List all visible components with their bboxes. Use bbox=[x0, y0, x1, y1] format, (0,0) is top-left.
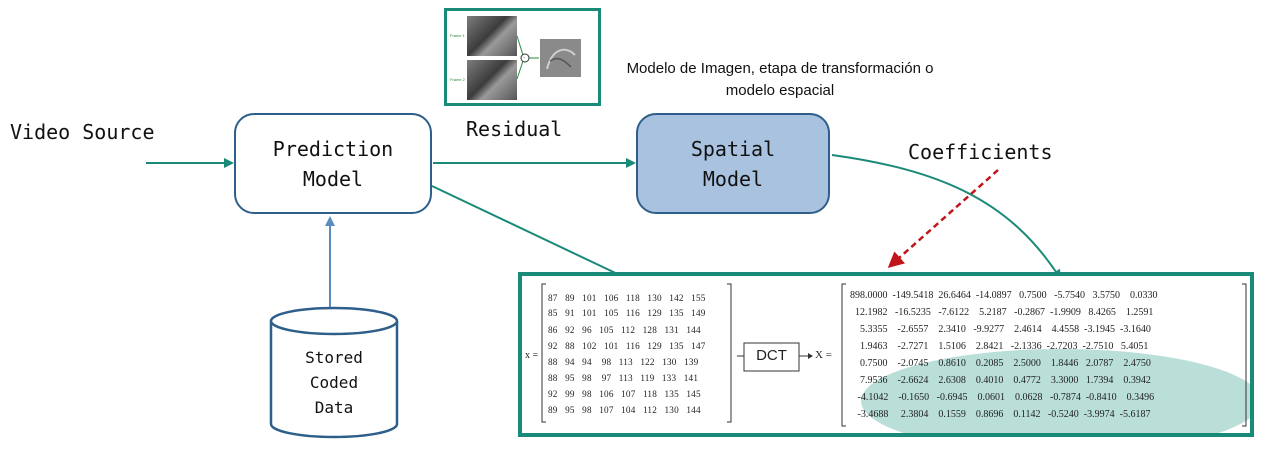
dct-matrix-panel: x = X = DCT 87 89 101 106 118 130 142 15… bbox=[518, 272, 1254, 437]
dct-box-label: DCT bbox=[756, 347, 787, 364]
output-matrix-row: 1.9463 -2.7271 1.5106 2.8421 -2.1336 -2.… bbox=[850, 341, 1149, 352]
input-matrix-row: 88 95 98 97 113 119 133 141 bbox=[548, 373, 699, 383]
spatial-model-box: Spatial Model bbox=[636, 113, 830, 214]
input-matrix-row: 86 92 96 105 112 128 131 144 bbox=[548, 325, 701, 335]
input-matrix-row: 88 94 94 98 113 122 130 139 bbox=[548, 357, 699, 367]
output-matrix-row: 5.3355 -2.6557 2.3410 -9.9277 2.4614 4.4… bbox=[850, 324, 1151, 335]
input-matrix-row: 87 89 101 106 118 130 142 155 bbox=[548, 293, 706, 303]
prediction-model-box: Prediction Model bbox=[234, 113, 432, 214]
input-matrix-row: 89 95 98 107 104 112 130 144 bbox=[548, 405, 701, 415]
frame1-label: Frame 1 bbox=[450, 33, 465, 38]
residual-label: Residual bbox=[466, 117, 563, 141]
coefficients-curve-arrow bbox=[831, 154, 1062, 280]
input-matrix-row: 85 91 101 105 116 129 135 149 bbox=[548, 308, 706, 318]
output-matrix-row: 12.1982 -16.5235 -7.6122 5.2187 -0.2867 … bbox=[850, 307, 1154, 318]
prediction-to-matrix-line bbox=[431, 185, 627, 279]
input-matrix-row: 92 99 98 106 107 118 135 145 bbox=[548, 389, 701, 399]
spatial-model-note: Modelo de Imagen, etapa de transformació… bbox=[626, 60, 934, 99]
output-matrix-row: 0.7500 -2.0745 0.8610 0.2085 2.5000 1.84… bbox=[850, 358, 1151, 369]
stored-coded-data-cylinder bbox=[269, 306, 399, 439]
input-matrix-label: x = bbox=[525, 350, 539, 361]
output-matrix-row: -4.1042 -0.1650 -0.6945 0.0601 0.0628 -0… bbox=[850, 392, 1155, 403]
coefficient-highlight bbox=[541, 283, 1250, 433]
residual-operator: − bbox=[523, 55, 526, 60]
frame2-photo bbox=[467, 60, 517, 100]
output-matrix-row: 7.9536 -2.6624 2.6308 0.4010 0.4772 3.30… bbox=[850, 375, 1151, 386]
red-dashed-arrow bbox=[887, 169, 999, 268]
output-matrix-row: -3.4688 2.3804 0.1559 0.8696 0.1142 -0.5… bbox=[850, 409, 1151, 420]
video-source-label: Video Source bbox=[10, 120, 155, 144]
output-matrix-label: X = bbox=[815, 349, 832, 361]
frame2-label: Frame 2 bbox=[450, 77, 465, 82]
residual-thumbnail: Frame 1 Frame 2 − bbox=[444, 8, 601, 106]
input-matrix-row: 92 88 102 101 116 129 135 147 bbox=[548, 341, 706, 351]
coefficients-label: Coefficients bbox=[908, 140, 1053, 164]
output-matrix-row: 898.0000 -149.5418 26.6464 -14.0897 0.75… bbox=[850, 290, 1158, 301]
stored-coded-data-label: Stored Coded Data bbox=[305, 348, 363, 417]
frame1-photo bbox=[467, 16, 517, 56]
residual-operator-graphic bbox=[516, 35, 581, 80]
